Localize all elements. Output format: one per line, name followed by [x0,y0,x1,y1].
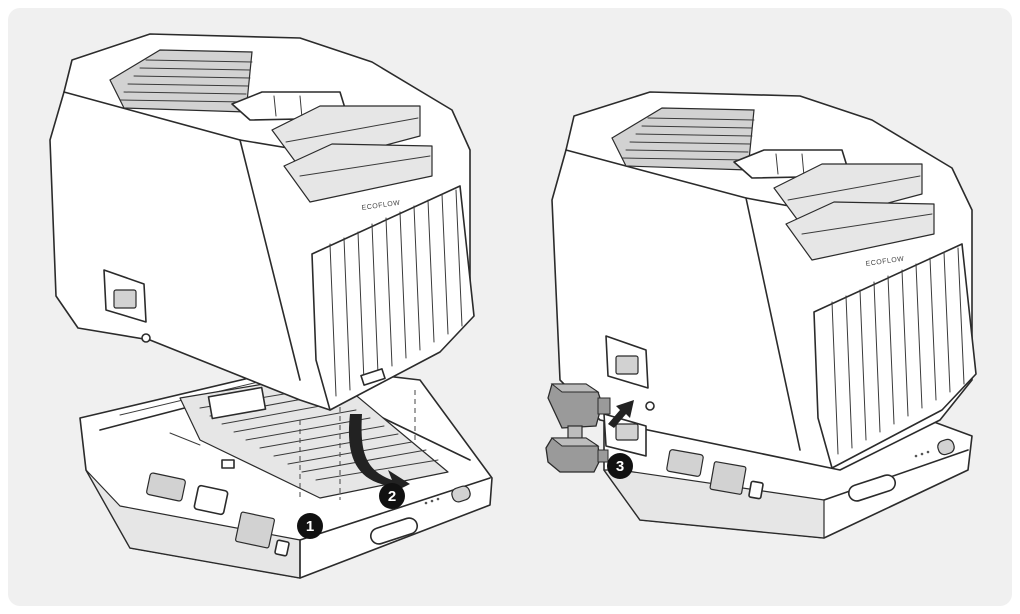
left-base-port [193,484,229,516]
right-base-grille [709,461,747,495]
step-badge-1-label: 1 [306,518,314,535]
right-front-grille [813,243,977,469]
connector-plug-icon [545,383,611,473]
step-badge-3-label: 3 [616,458,624,475]
right-ac-unit: ECOFLOW [551,91,977,471]
left-scene: ECOFLOW 1 2 [49,33,493,579]
step-badge-2: 2 [379,483,405,509]
step-badge-1: 1 [297,513,323,539]
step-badge-3: 3 [607,453,633,479]
right-top-vent-grille [611,107,755,171]
arrow-curved-icon [348,414,410,496]
arrow-up-right-icon [608,400,634,428]
left-top-vent-grille [109,49,253,113]
left-base-grille [235,511,275,549]
left-battery-base [79,365,493,579]
step-badge-2-label: 2 [388,488,396,505]
left-front-grille [311,185,475,411]
left-ac-unit: ECOFLOW [49,33,475,411]
left-base-ac-port [146,472,186,502]
right-scene: ECOFLOW [545,91,977,539]
